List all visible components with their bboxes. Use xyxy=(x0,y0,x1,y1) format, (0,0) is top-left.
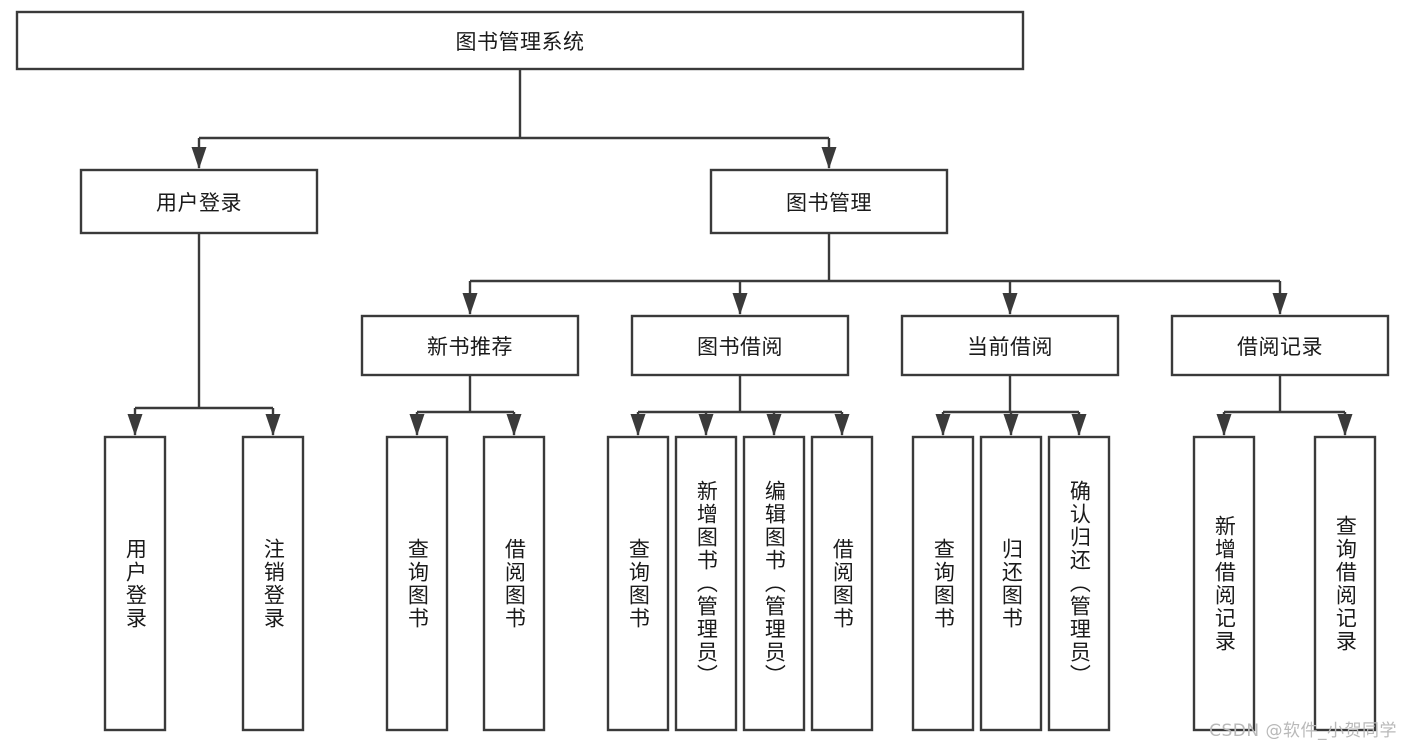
node-box-leaf-7[interactable] xyxy=(810,435,874,732)
arrow-head-icon-root-1 xyxy=(821,147,837,169)
arrow-head-icon-record-0 xyxy=(1216,414,1232,436)
node-box-leaf-5[interactable] xyxy=(674,435,738,732)
arrow-head-icon-newbook-1 xyxy=(506,414,522,436)
node-box-level2-0[interactable] xyxy=(79,168,319,235)
node-box-level3-2[interactable] xyxy=(900,314,1120,377)
arrow-head-icon-current-1 xyxy=(1003,414,1019,436)
arrow-head-icon-userlogin-1 xyxy=(265,414,281,436)
node-box-leaf-2[interactable] xyxy=(385,435,449,732)
arrow-head-icon-borrow-1 xyxy=(698,414,714,436)
arrow-head-icon-bookmgmt-3 xyxy=(1272,293,1288,315)
node-box-level3-1[interactable] xyxy=(630,314,850,377)
arrow-head-icon-record-1 xyxy=(1337,414,1353,436)
node-box-root[interactable] xyxy=(15,10,1025,71)
node-box-leaf-0[interactable] xyxy=(103,435,167,732)
arrow-head-icon-borrow-0 xyxy=(630,414,646,436)
node-box-level3-0[interactable] xyxy=(360,314,580,377)
node-box-leaf-3[interactable] xyxy=(482,435,546,732)
node-box-leaf-9[interactable] xyxy=(979,435,1043,732)
node-box-leaf-4[interactable] xyxy=(606,435,670,732)
node-box-leaf-11[interactable] xyxy=(1192,435,1256,732)
arrow-head-icon-borrow-2 xyxy=(766,414,782,436)
arrow-head-icon-current-0 xyxy=(935,414,951,436)
connectors-layer xyxy=(127,69,1353,436)
arrow-head-icon-userlogin-0 xyxy=(127,414,143,436)
arrow-head-icon-bookmgmt-1 xyxy=(732,293,748,315)
node-box-leaf-6[interactable] xyxy=(742,435,806,732)
arrow-head-icon-bookmgmt-2 xyxy=(1002,293,1018,315)
node-box-leaf-12[interactable] xyxy=(1313,435,1377,732)
node-box-leaf-1[interactable] xyxy=(241,435,305,732)
arrow-head-icon-borrow-3 xyxy=(834,414,850,436)
arrow-head-icon-root-0 xyxy=(191,147,207,169)
node-box-leaf-10[interactable] xyxy=(1047,435,1111,732)
arrow-head-icon-newbook-0 xyxy=(409,414,425,436)
arrow-head-icon-bookmgmt-0 xyxy=(462,293,478,315)
node-box-leaf-8[interactable] xyxy=(911,435,975,732)
arrow-head-icon-current-2 xyxy=(1071,414,1087,436)
node-boxes-layer xyxy=(15,10,1390,732)
node-box-level3-3[interactable] xyxy=(1170,314,1390,377)
node-box-level2-1[interactable] xyxy=(709,168,949,235)
